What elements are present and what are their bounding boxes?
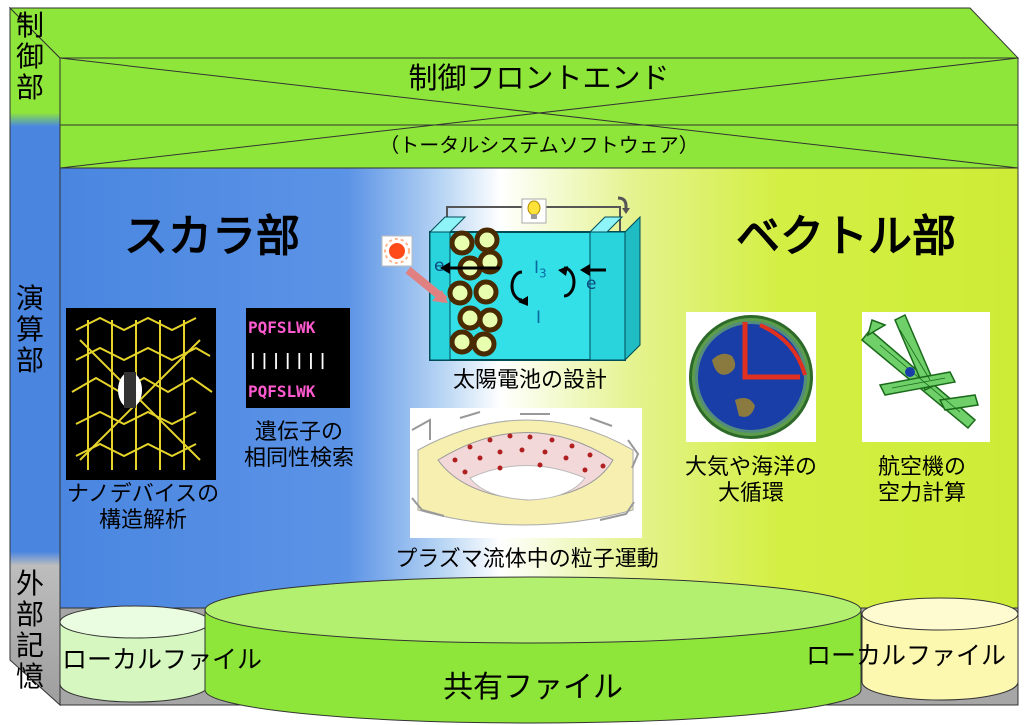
aircraft-caption: 航空機の 空力計算: [877, 455, 966, 506]
vector-section-title: ベクトル部: [736, 211, 956, 262]
control-section-label: 制 御 部: [15, 9, 44, 104]
control-frontend-subtitle: （トータルシステムソフトウェア）: [379, 133, 699, 157]
climate-caption: 大気や海洋の 大循環: [684, 455, 817, 506]
solar-cell-caption: 太陽電池の設計: [452, 368, 607, 393]
sequence-row-bottom: PQFSLWK: [248, 382, 316, 401]
scalar-section-title: スカラ部: [124, 211, 300, 262]
electron-right-symbol: e: [586, 274, 597, 294]
local-file-right-cylinder: [861, 597, 1019, 701]
nanodevice-structure-image: [66, 308, 216, 480]
control-frontend-title: 制御フロントエンド: [408, 61, 670, 95]
local-file-left-label: ローカルファイル: [62, 645, 263, 674]
nanodevice-caption: ナノデバイスの 構造解析: [66, 482, 220, 533]
sequence-row-top: PQFSLWK: [248, 318, 316, 337]
electron-left-symbol: e: [434, 256, 445, 276]
iodide-symbol: I: [536, 308, 542, 328]
sequence-alignment-image: [246, 308, 350, 408]
aircraft-image: [860, 312, 990, 442]
local-file-left-cylinder: [59, 605, 211, 703]
homology-caption: 遺伝子の 相同性検索: [243, 420, 354, 471]
local-file-right-label: ローカルファイル: [806, 641, 1007, 670]
compute-section-label: 演 算 部: [15, 282, 44, 377]
shared-file-label: 共有ファイル: [443, 670, 623, 705]
shared-file-cylinder: [204, 576, 862, 724]
plasma-caption: プラズマ流体中の粒子運動: [395, 547, 659, 572]
sequence-row-match: |||||||: [248, 350, 330, 369]
solar-cell-image: [381, 196, 641, 362]
globe-image: [686, 312, 816, 442]
triiodide-symbol: I3: [534, 258, 547, 281]
storage-section-label: 外 部 記 憶: [15, 567, 44, 693]
sequence-alignment-text: PQFSLWK ||||||| PQFSLWK: [248, 312, 348, 408]
control-top-face: [8, 7, 1020, 59]
plasma-torus-image: [410, 408, 642, 538]
